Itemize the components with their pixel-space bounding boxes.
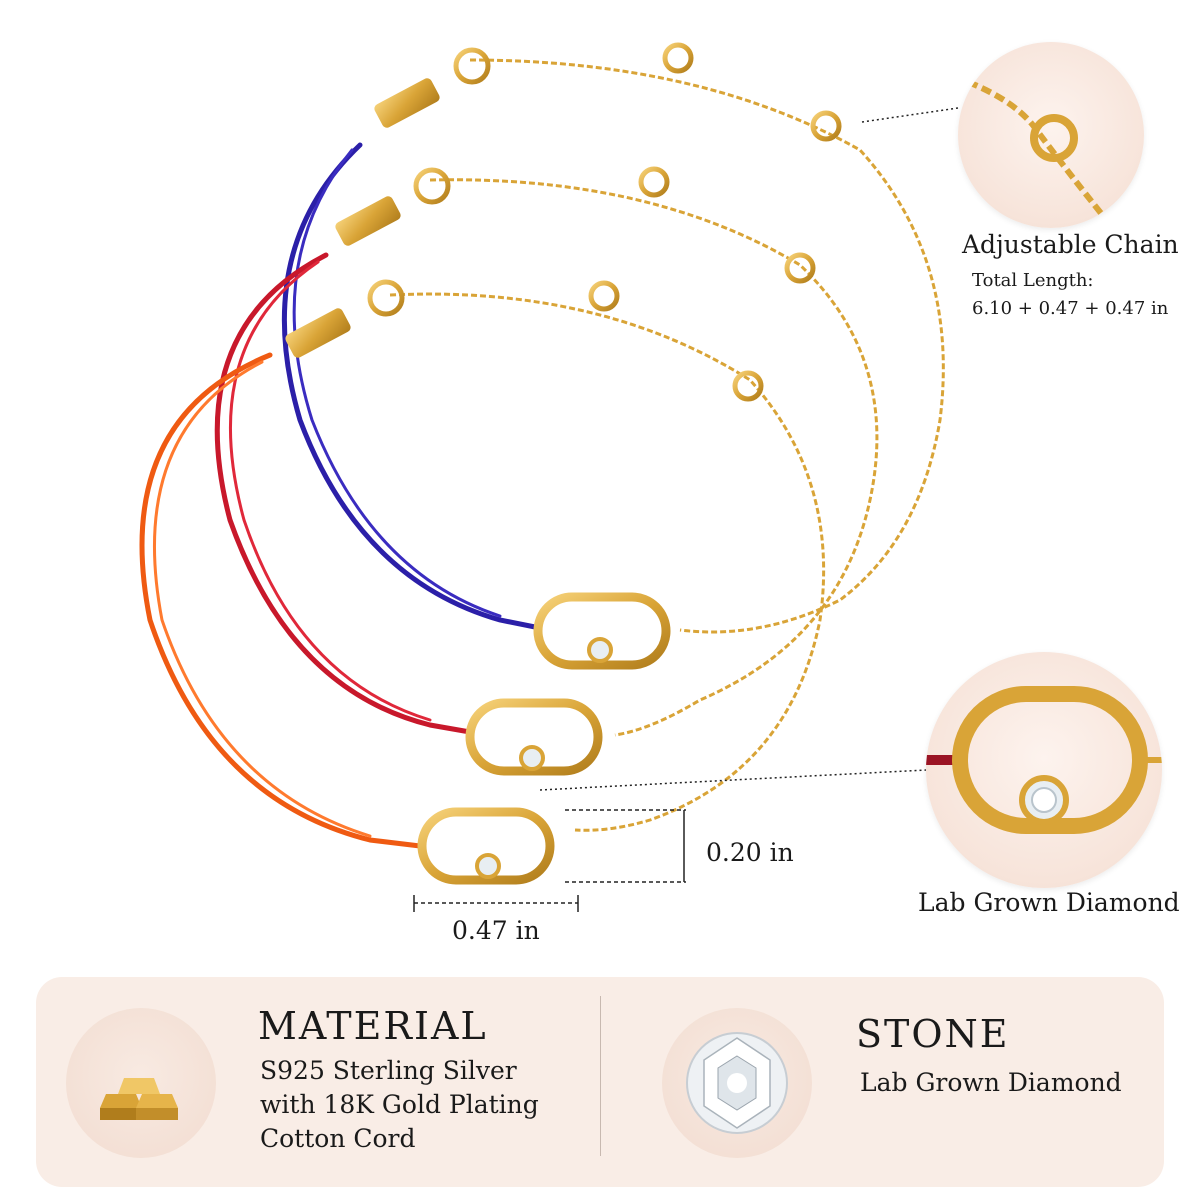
material-line-1: S925 Sterling Silver [260,1056,517,1085]
lab-grown-diamond-caption: Lab Grown Diamond [918,888,1180,917]
diamond-detail-circle [926,652,1162,888]
gold-bar-icon [66,1008,216,1158]
cord-orange [139,352,423,849]
width-dimension: 0.47 in [452,916,540,945]
chain-bottom [389,292,826,832]
oval-link-detail-icon [926,686,1162,834]
cords [139,142,543,849]
stone-title: STONE [856,1012,1010,1056]
height-dimension: 0.20 in [706,838,794,867]
material-title: MATERIAL [258,1004,488,1048]
cord-red [214,252,473,735]
chain-detail-icon [966,79,1111,224]
chain-rings [367,42,842,402]
panel-divider [600,996,601,1156]
chain-top [469,58,945,634]
oval-links [417,592,671,885]
gold-chains [389,58,945,832]
cord-blue [281,142,543,631]
stone-description: Lab Grown Diamond [860,1068,1122,1097]
chain-middle [429,178,879,737]
material-line-3: Cotton Cord [260,1124,416,1153]
total-length-value: 6.10 + 0.47 + 0.47 in [972,298,1169,319]
adjustable-chain-title: Adjustable Chain [962,230,1179,259]
material-line-2: with 18K Gold Plating [260,1090,539,1119]
dimension-lines [413,107,959,912]
clasps [285,78,440,358]
chain-detail-circle [958,42,1144,228]
total-length-label: Total Length: [972,270,1094,291]
diamond-icon [662,1008,812,1158]
